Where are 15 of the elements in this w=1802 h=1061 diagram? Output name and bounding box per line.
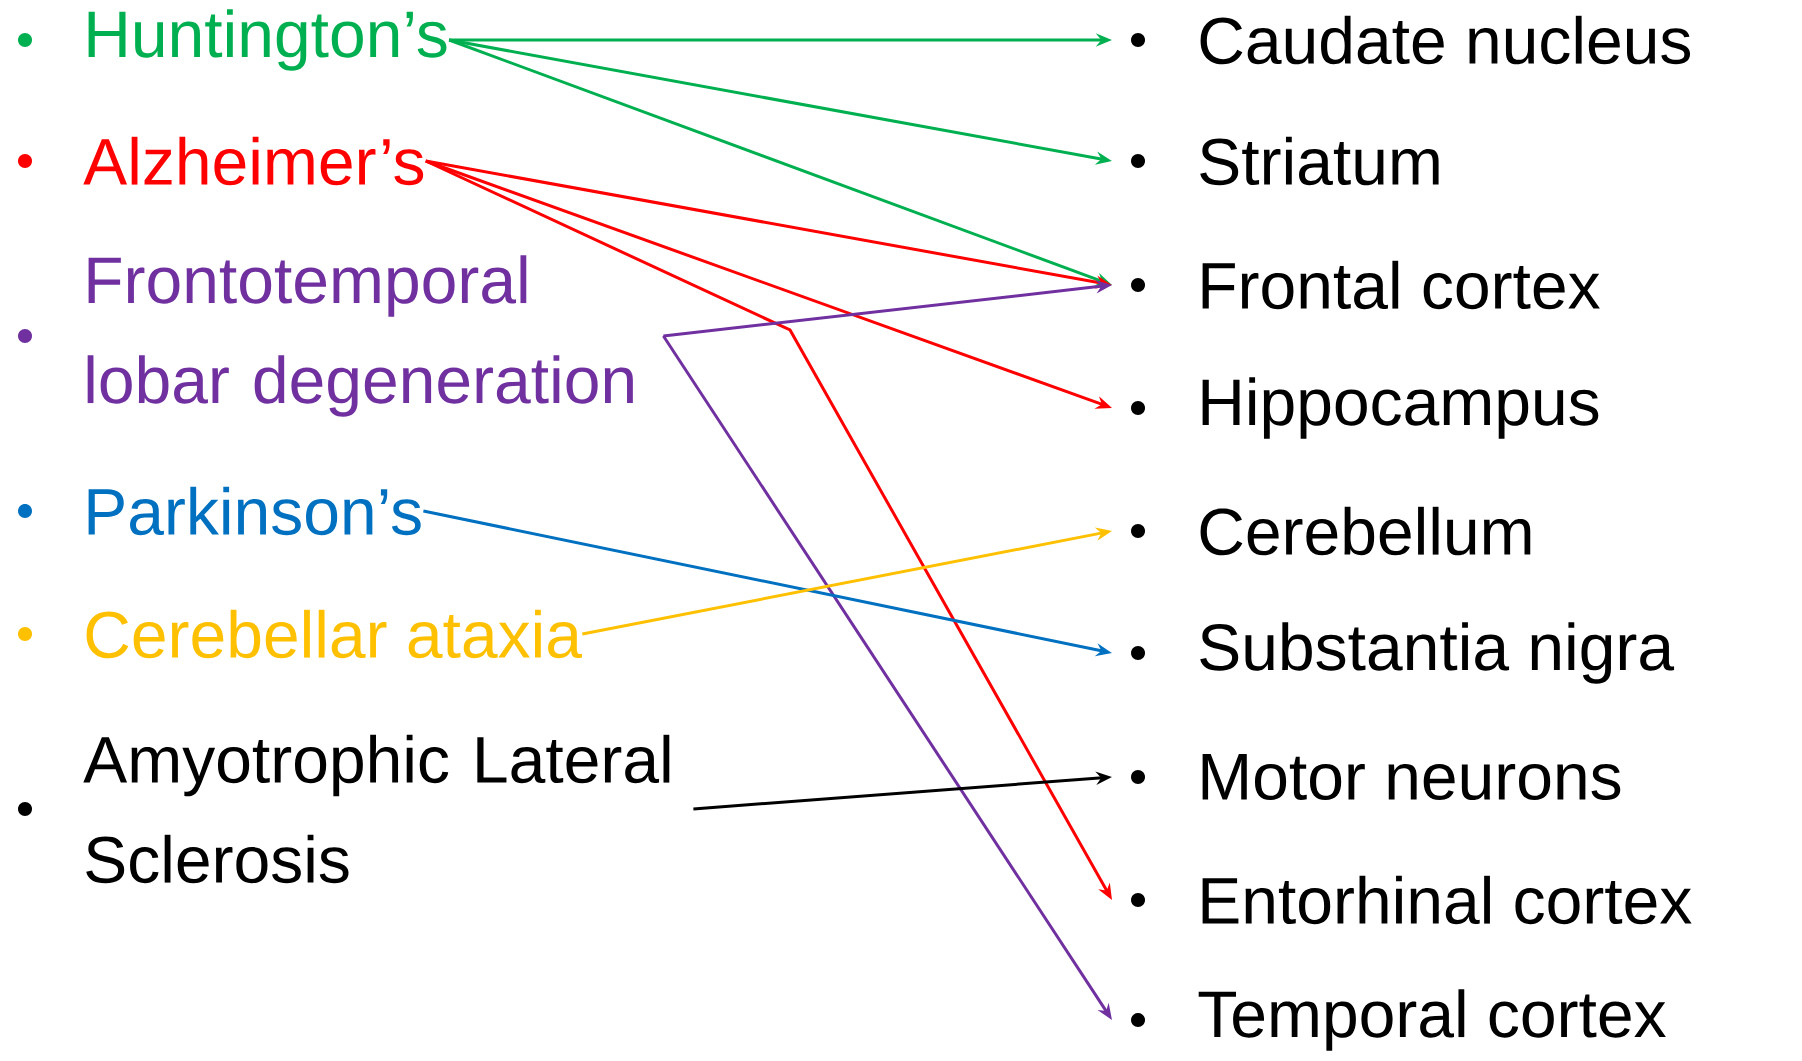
list-item-text: Striatum <box>1200 136 1439 186</box>
list-item-text: Caudate nucleus <box>1200 15 1690 65</box>
list-item-text: Frontal cortex <box>1202 260 1600 310</box>
list-item-text: Huntington’s <box>88 9 447 71</box>
list-item-text: Motor neurons <box>1202 754 1621 801</box>
list-item-text: Cerebellar ataxia <box>86 609 582 659</box>
list-item-text: Hippocampus <box>1202 377 1599 439</box>
list-item-text: Parkinson’s <box>88 486 421 536</box>
list-item-text: Frontotemporal lobar degeneration <box>87 255 633 417</box>
list-item-text: Temporal cortex <box>1198 989 1666 1051</box>
list-item-text: Entorhinal cortex <box>1202 875 1692 925</box>
list-item-text: Amyotrophic Lateral Sclerosis <box>83 734 670 884</box>
list-item-text: Substantia nigra <box>1200 622 1675 684</box>
list-item-text: Alzheimer’s <box>83 136 424 186</box>
list-item-text: Cerebellum <box>1200 506 1531 556</box>
